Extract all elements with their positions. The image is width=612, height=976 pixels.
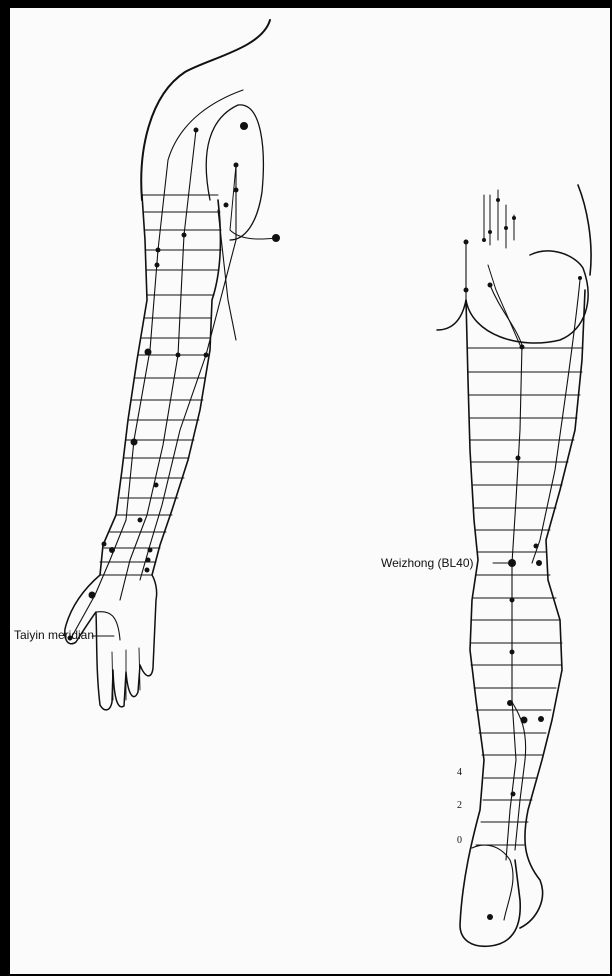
acupoint xyxy=(224,203,229,208)
arm-meridian-line xyxy=(120,130,196,600)
acupoint xyxy=(89,592,96,599)
acupoint xyxy=(511,792,516,797)
arm-axilla-curve xyxy=(206,105,263,240)
scale-tick-4: 4 xyxy=(457,768,462,778)
acupoint xyxy=(102,542,107,547)
acupoint xyxy=(520,345,525,350)
leg-heel-line xyxy=(472,845,513,920)
acupoint xyxy=(240,122,248,130)
acupoint xyxy=(194,128,199,133)
arm-grid xyxy=(100,195,221,575)
scale-tick-2: 2 xyxy=(457,801,462,811)
taiyin-meridian-label: Taiyin meridian xyxy=(14,629,94,641)
acupoint xyxy=(138,518,143,523)
acupoint xyxy=(516,456,521,461)
acupoint xyxy=(487,914,493,920)
acupoint xyxy=(154,483,159,488)
acupoint xyxy=(182,233,187,238)
acupoint xyxy=(272,234,280,242)
leg-left-contour xyxy=(460,300,520,946)
acupoint xyxy=(234,188,239,193)
acupoint xyxy=(507,700,513,706)
arm-meridian-branch xyxy=(230,165,276,239)
acupoint xyxy=(578,276,582,280)
acupoint xyxy=(145,349,152,356)
leg-figure xyxy=(92,185,591,946)
hand-outline xyxy=(65,575,157,710)
arm-figure xyxy=(65,20,280,710)
acupoint xyxy=(109,547,115,553)
acupoint xyxy=(155,263,160,268)
leg-meridian-line xyxy=(532,280,580,563)
scale-tick-0: 0 xyxy=(457,836,462,846)
leg-right-contour xyxy=(520,290,585,928)
acupoint xyxy=(156,248,161,253)
leg-acupoints xyxy=(464,198,583,920)
leg-grid xyxy=(468,348,583,845)
acupoint xyxy=(464,288,469,293)
acupoint xyxy=(521,717,528,724)
arm-inner-contour xyxy=(152,200,220,575)
leg-back-outline xyxy=(578,185,591,275)
acupoint xyxy=(488,283,493,288)
acupoint xyxy=(538,716,544,722)
weizhong-label: Weizhong (BL40) xyxy=(381,557,474,569)
acupoint xyxy=(496,198,500,202)
arm-meridian-line xyxy=(140,165,236,580)
acupoint xyxy=(131,439,138,446)
acupoint xyxy=(488,230,492,234)
acupoint xyxy=(510,650,515,655)
back-meridian-ticks xyxy=(466,190,514,255)
leg-meridian-line xyxy=(490,285,522,860)
acupoint xyxy=(204,353,209,358)
acupoint-weizhong xyxy=(508,559,516,567)
acupoint xyxy=(534,544,539,549)
acupoint xyxy=(512,216,516,220)
acupoint xyxy=(510,598,515,603)
leg-buttock-outline xyxy=(437,251,588,343)
acupoint xyxy=(176,353,181,358)
acupoint xyxy=(464,240,469,245)
acupoint xyxy=(482,238,486,242)
acupoint xyxy=(145,568,150,573)
acupoint xyxy=(148,548,153,553)
acupoint xyxy=(234,163,239,168)
acupoint xyxy=(146,558,151,563)
acupoint xyxy=(504,226,508,230)
acupoint xyxy=(536,560,542,566)
